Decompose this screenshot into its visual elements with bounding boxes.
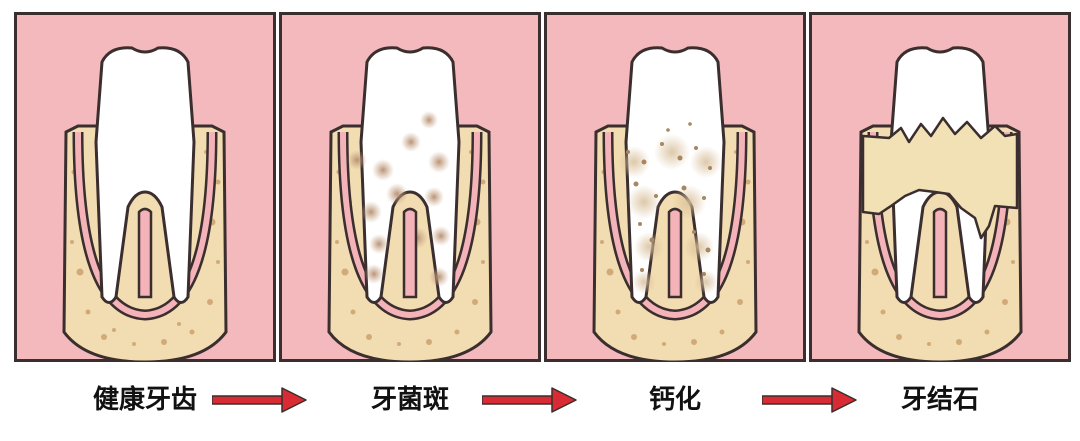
arrow-right-icon: [762, 387, 857, 413]
arrow-right-icon: [482, 387, 577, 413]
panel-calculus: [809, 12, 1071, 362]
label-healthy-tooth: 健康牙齿: [92, 385, 197, 415]
plaque-illustration: [279, 12, 541, 362]
label-calculus: 牙结石: [900, 385, 979, 415]
panel-plaque: [279, 12, 541, 362]
label-calcification: 钙化: [648, 385, 701, 415]
panel-healthy-tooth: [14, 12, 276, 362]
calcification-illustration: [544, 12, 806, 362]
panel-calcification: [544, 12, 806, 362]
arrow-right-icon: [212, 387, 307, 413]
calculus-illustration: [809, 12, 1071, 362]
label-plaque: 牙菌斑: [370, 385, 449, 415]
healthy-tooth-illustration: [14, 12, 276, 362]
